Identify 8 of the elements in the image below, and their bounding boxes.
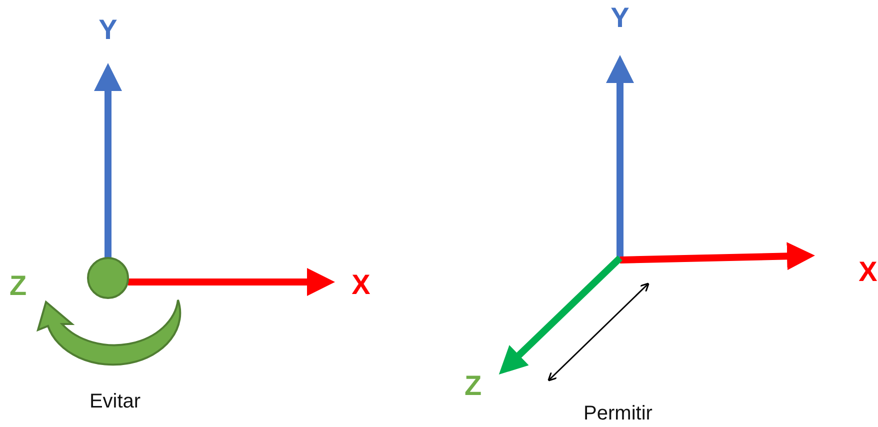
axis-label: X — [858, 256, 878, 288]
axis-label: Y — [98, 14, 118, 46]
caption-text: Evitar — [89, 390, 141, 414]
axis-label: Z — [9, 270, 27, 302]
caption-text: Permitir — [584, 402, 652, 426]
axis-label: Z — [464, 370, 482, 402]
axis-label: X — [352, 269, 370, 301]
axis-label: Y — [610, 2, 630, 34]
